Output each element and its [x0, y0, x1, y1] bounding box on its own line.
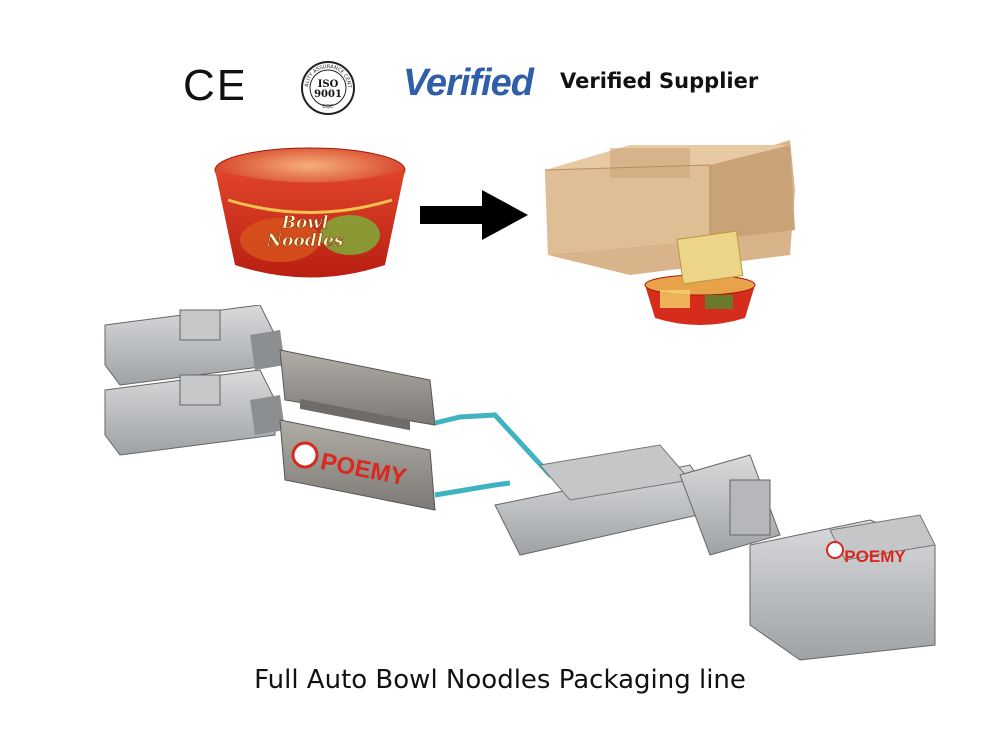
lower-flow-wrapper [104, 369, 285, 456]
cartoning-section [494, 444, 781, 556]
iso-seal-number: 9001 [314, 89, 342, 100]
verified-logo-text: Verified [403, 62, 534, 104]
upper-shrink-tunnel [279, 349, 436, 431]
carton-box-image [544, 140, 795, 325]
packaging-line-machine-image: POEMY POEMY [104, 305, 936, 661]
bowl-noodles-product-image: Bowl Noodles [214, 147, 406, 278]
verified-logo: Verified [403, 60, 543, 106]
case-packer: POEMY [749, 514, 936, 661]
verified-supplier-label: Verified Supplier [560, 69, 759, 93]
bowl-label-line2: Noodles [266, 231, 344, 251]
bowl-label-line1: Bowl [281, 213, 329, 233]
iso-seal-bottom: CQC [323, 104, 334, 110]
ce-mark-icon: CE [183, 62, 243, 106]
ce-mark-text: CE [183, 62, 243, 106]
iso-9001-seal-icon: QUALITY ASSURANCE CENTRE ISO 9001 CQC [300, 60, 355, 115]
iso-seal-label: ISO [318, 79, 339, 90]
machine-brand-secondary: POEMY [844, 547, 906, 566]
conveyors [434, 412, 571, 498]
lower-shrink-tunnel: POEMY [279, 419, 436, 511]
upper-flow-wrapper [104, 305, 285, 386]
caption-title: Full Auto Bowl Noodles Packaging line [254, 665, 746, 695]
right-arrow-icon [420, 190, 528, 240]
